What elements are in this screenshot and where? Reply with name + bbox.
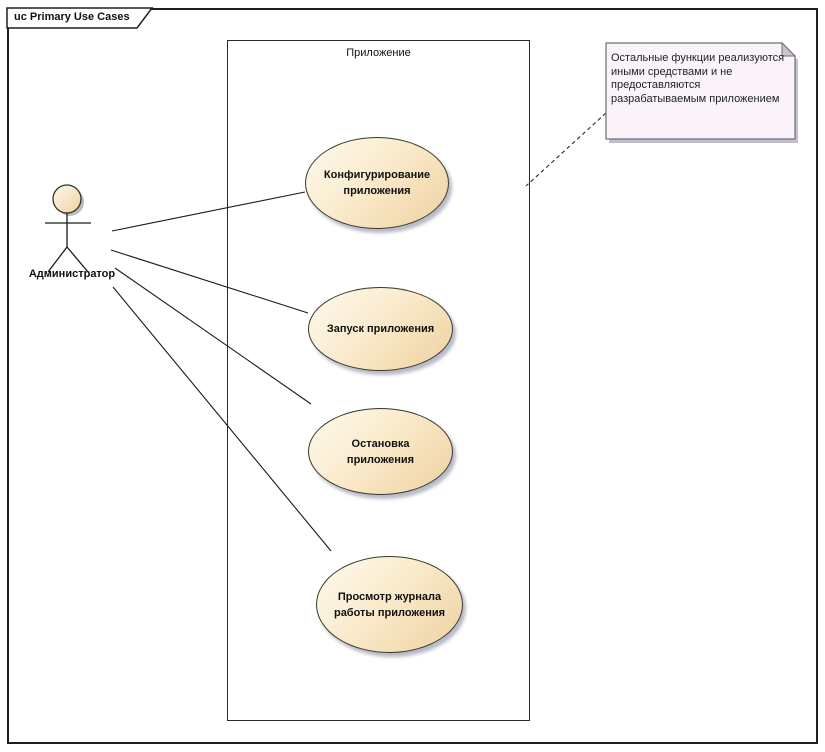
usecase-label: Просмотр журнала работы приложения	[333, 590, 446, 619]
usecase-stop-application[interactable]: Остановка приложения	[308, 408, 453, 495]
system-boundary-title: Приложение	[346, 47, 411, 59]
usecase-label: Конфигурирование приложения	[323, 169, 431, 197]
usecase-configure-application[interactable]: Конфигурирование приложения	[305, 137, 449, 229]
usecase-view-application-log[interactable]: Просмотр журнала работы приложения	[316, 556, 463, 653]
usecase-label: Запуск приложения	[326, 323, 435, 335]
note-text: Остальные функции реализуются иными сред…	[611, 52, 785, 105]
usecase-label: Остановка приложения	[346, 437, 415, 466]
usecase-start-application[interactable]: Запуск приложения	[308, 287, 453, 371]
frame-tab-label: uc Primary Use Cases	[14, 11, 130, 23]
actor-label: Администратор	[28, 268, 116, 280]
